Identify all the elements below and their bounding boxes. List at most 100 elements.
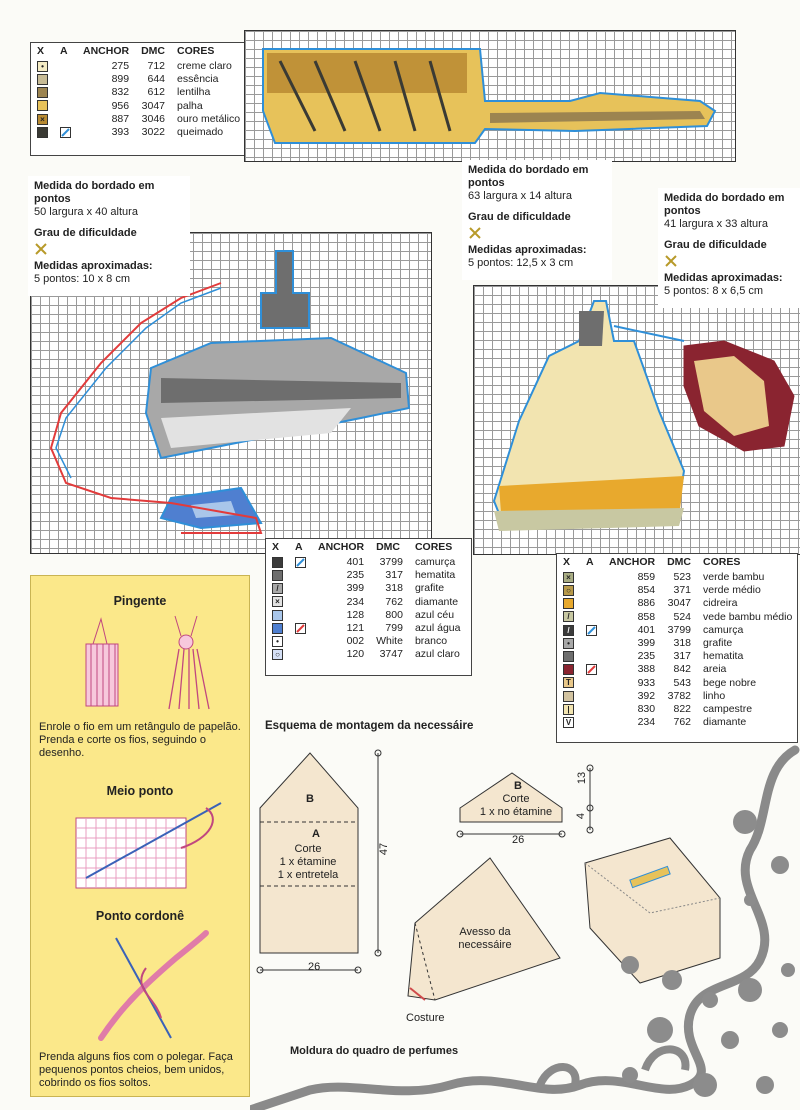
- v-symbol-icon: V: [564, 718, 573, 727]
- legend-color-name: cidreira: [697, 597, 798, 610]
- x-symbol-icon: ×: [38, 115, 47, 124]
- color-swatch: [272, 610, 283, 621]
- legend-row: 121799azul água: [266, 622, 466, 635]
- legend-color-name: ouro metálico: [171, 113, 246, 126]
- legend-color-name: palha: [171, 100, 246, 113]
- instructions-panel: Pingente Enrole o fio em um retângulo de…: [30, 575, 250, 1097]
- legend-row: /858524vede bambu médio: [557, 611, 798, 624]
- backstitch-red-icon: [295, 623, 306, 634]
- legend-backstitch-cell: [580, 716, 603, 729]
- legend-color-name: essência: [171, 73, 246, 86]
- legend-color-name: grafite: [409, 582, 467, 595]
- x-symbol-icon: ×: [273, 597, 282, 606]
- legend-swatch-cell: V: [557, 716, 580, 729]
- legend-dmc: 799: [370, 622, 409, 635]
- slash-symbol-icon: /: [564, 626, 573, 635]
- legend-anchor: 830: [603, 703, 661, 716]
- approx-label: Medidas aproximadas:: [34, 260, 184, 273]
- legend-anchor: 234: [603, 716, 661, 729]
- legend-dmc: 318: [661, 637, 697, 650]
- legend-swatch-cell: /: [266, 582, 289, 595]
- approx-value: 5 pontos: 8 x 6,5 cm: [664, 285, 800, 298]
- legend-backstitch-cell: [289, 648, 312, 661]
- color-swatch: [37, 100, 48, 111]
- legend-swatch-cell: [31, 73, 54, 86]
- legend-row: •002Whitebranco: [266, 635, 466, 648]
- legend-row: ×234762diamante: [266, 596, 466, 609]
- legend-row: T933543bege nobre: [557, 677, 798, 690]
- legend-swatch-cell: [557, 663, 580, 676]
- color-swatch: /: [272, 583, 283, 594]
- legend-anchor: 388: [603, 663, 661, 676]
- ponto-cordone-title: Ponto cordonê: [31, 909, 249, 923]
- blank-icon: [273, 624, 282, 633]
- legend-dmc: 317: [661, 650, 697, 663]
- color-swatch: •: [563, 638, 574, 649]
- blank-icon: [564, 692, 573, 701]
- legend-swatch-cell: |: [557, 703, 580, 716]
- legend-dmc: 3047: [135, 100, 171, 113]
- col-x: X: [31, 43, 54, 60]
- col-dmc: DMC: [370, 539, 409, 556]
- legend-swatch-cell: [31, 86, 54, 99]
- legend-dmc: 3022: [135, 126, 171, 139]
- color-swatch: [272, 623, 283, 634]
- legend-backstitch-cell: [54, 126, 77, 139]
- legend-color-name: branco: [409, 635, 467, 648]
- legend-color-name: azul céu: [409, 609, 467, 622]
- col-a: A: [580, 554, 603, 571]
- legend-backstitch-cell: [289, 569, 312, 582]
- legend-dmc: 523: [661, 571, 697, 584]
- color-swatch: ○: [272, 649, 283, 660]
- color-swatch: /: [563, 625, 574, 636]
- color-swatch: V: [563, 717, 574, 728]
- perfume2-pattern: [474, 286, 800, 554]
- legend-dmc: 762: [370, 596, 409, 609]
- legend-row: ○854371verde médio: [557, 584, 798, 597]
- color-swatch: [563, 664, 574, 675]
- legend-dmc: 800: [370, 609, 409, 622]
- info-box-perfume2: Medida do bordado em pontos 41 largura x…: [658, 188, 800, 308]
- legend-swatch-cell: ○: [557, 584, 580, 597]
- col-a: A: [54, 43, 77, 60]
- legend-anchor: 886: [603, 597, 661, 610]
- legend-row: /4013799camurça: [557, 624, 798, 637]
- legend-anchor: 956: [77, 100, 135, 113]
- legend-swatch-cell: T: [557, 677, 580, 690]
- dot-symbol-icon: •: [273, 637, 282, 646]
- legend-anchor: 235: [312, 569, 370, 582]
- legend-color-name: bege nobre: [697, 677, 798, 690]
- legend-backstitch-cell: [580, 624, 603, 637]
- info-size: 63 largura x 14 altura: [468, 190, 606, 203]
- circle-symbol-icon: ○: [564, 586, 573, 595]
- decorative-dots: [600, 800, 800, 1110]
- blank-icon: [273, 571, 282, 580]
- difficulty-label: Grau de dificuldade: [664, 239, 800, 252]
- difficulty-label: Grau de dificuldade: [468, 211, 606, 224]
- legend-color-name: camurça: [409, 556, 467, 569]
- legend-swatch-cell: •: [31, 60, 54, 73]
- legend-swatch-cell: [557, 597, 580, 610]
- legend-dmc: 842: [661, 663, 697, 676]
- dot-symbol-icon: •: [38, 62, 47, 71]
- meio-ponto-title: Meio ponto: [31, 784, 249, 798]
- legend-swatch-cell: •: [266, 635, 289, 648]
- legend-swatch-cell: [266, 609, 289, 622]
- info-title: Medida do bordado em pontos: [34, 180, 184, 206]
- slash-symbol-icon: /: [273, 584, 282, 593]
- legend-anchor: 832: [77, 86, 135, 99]
- approx-value: 5 pontos: 10 x 8 cm: [34, 273, 184, 286]
- legend-color-name: hematita: [697, 650, 798, 663]
- color-swatch: ×: [37, 114, 48, 125]
- x-symbol-icon: ×: [564, 573, 573, 582]
- color-swatch: •: [37, 61, 48, 72]
- legend-row: V234762diamante: [557, 716, 798, 729]
